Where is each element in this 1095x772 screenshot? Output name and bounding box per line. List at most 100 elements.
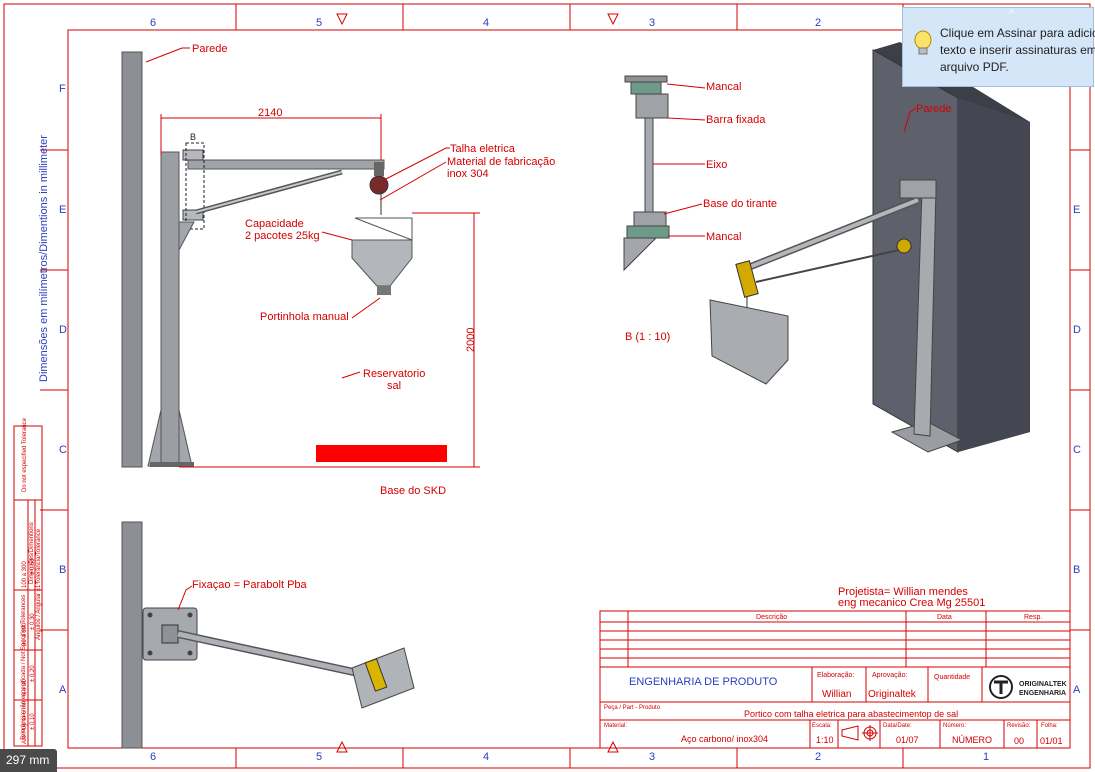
label-hoist: Talha eletrica <box>450 143 516 155</box>
top-view <box>121 521 415 749</box>
company-logo <box>989 675 1013 699</box>
reservoir-red <box>316 445 447 462</box>
detail-leaders <box>653 83 706 237</box>
col-label-4-bottom: 4 <box>483 751 489 763</box>
row-label-a: A <box>59 684 67 696</box>
hopper-iso <box>709 299 789 385</box>
elaboration-value: Willian <box>822 689 851 700</box>
tol-value-3: ± 0.50 <box>30 558 36 575</box>
col-label-2-bottom: 2 <box>815 751 821 763</box>
detail-title: B (1 : 10) <box>625 331 670 343</box>
units-side-note: Dimensões em milímetros/Dimentions in mi… <box>38 135 50 382</box>
sign-pdf-tooltip[interactable]: Clique em Assinar para adicio texto e in… <box>902 7 1095 87</box>
row-label-d-right: D <box>1073 324 1081 336</box>
scale-label: Escala: <box>812 723 832 729</box>
row-label-a-right: A <box>1073 684 1081 696</box>
material-label: Material: <box>604 723 627 729</box>
lightbulb-icon <box>914 30 932 55</box>
part-label: Peça / Part - Produto <box>604 705 661 711</box>
date-value: 01/07 <box>896 735 919 745</box>
col-label-2: 2 <box>815 17 821 29</box>
tol-range-1: 6 a 30 <box>22 679 28 696</box>
company-line1: ORIGINALTEK <box>1019 681 1067 688</box>
iso-view <box>709 42 1030 453</box>
leader-fixing <box>177 585 193 611</box>
tol-value-2: ± 0.30 <box>30 613 36 630</box>
rev-header-date: Data <box>937 614 952 621</box>
row-label-e: E <box>59 204 66 216</box>
detail-b-marker: B <box>190 132 196 142</box>
tol-range-3: 100 a 300 <box>22 561 28 588</box>
wall-front <box>121 51 143 468</box>
date-label: Data/Date: <box>883 723 912 729</box>
label-bearing-top: Mancal <box>706 81 741 93</box>
dim-2140: 2140 <box>258 107 282 119</box>
quantity-label: Quantidade <box>934 674 970 681</box>
company-line2: ENGENHARIA <box>1019 690 1066 697</box>
tol-col-dimensions: Dimensões/Dimentions <box>29 522 35 584</box>
designer-line2: eng mecanico Crea Mg 25501 <box>838 597 985 609</box>
column-front <box>160 151 180 467</box>
label-tie-base: Base do tirante <box>703 198 777 210</box>
label-base: Base do SKD <box>380 485 446 497</box>
sheet-label: Folha: <box>1041 723 1058 729</box>
label-capacity-2: 2 pacotes 25kg <box>245 230 320 242</box>
front-dimensions <box>160 114 480 468</box>
front-view <box>121 51 447 468</box>
col-label-5-bottom: 5 <box>316 751 322 763</box>
col-label-5: 5 <box>316 17 322 29</box>
revision-label: Revisão: <box>1007 723 1031 729</box>
collapse-chevron-icon[interactable]: ^ <box>1009 8 1015 20</box>
approval-value: Originaltek <box>868 689 917 700</box>
department: ENGENHARIA DE PRODUTO <box>629 676 778 688</box>
row-labels: F E D C B A E D C B A <box>59 83 1081 696</box>
revision-value: 00 <box>1014 736 1024 746</box>
center-marks <box>336 13 619 753</box>
rev-header-desc: Descrição <box>756 614 787 621</box>
boom-front <box>187 159 385 170</box>
dim-2000: 2000 <box>465 328 477 352</box>
tol-header-right: Do not especified Tolerance <box>22 417 28 492</box>
tol-range-2: 30 a 100 <box>22 622 28 646</box>
label-material-1: Material de fabricação <box>447 156 555 168</box>
label-axle: Eixo <box>706 159 727 171</box>
tol-value-0: ± 0.10 <box>30 713 36 730</box>
tol-col-angular: Angulos / Angular ±1° <box>36 582 42 640</box>
row-label-c-right: C <box>1073 444 1081 456</box>
front-leaders <box>145 47 450 379</box>
col-label-3-bottom: 3 <box>649 751 655 763</box>
label-reservoir-1: Reservatorio <box>363 368 425 380</box>
label-reservoir-2: sal <box>387 380 401 392</box>
elaboration-label: Elaboração: <box>817 672 854 679</box>
row-label-f: F <box>59 83 66 95</box>
label-wall-iso: Parede <box>916 103 951 115</box>
label-material-2: inox 304 <box>447 168 489 180</box>
col-label-3: 3 <box>649 17 655 29</box>
label-fixed-bar: Barra fixada <box>706 114 766 126</box>
projection-symbol <box>841 725 878 741</box>
title-block <box>599 610 1071 749</box>
tol-header-left: Tolerância não especificada / Not Specif… <box>21 595 27 740</box>
row-label-b-right: B <box>1073 564 1080 576</box>
material-value: Aço carbono/ inox304 <box>681 734 768 744</box>
tol-value-1: ± 0.20 <box>30 665 36 682</box>
row-label-b: B <box>59 564 66 576</box>
wall-top <box>121 521 143 749</box>
leader-wall-iso <box>903 107 917 133</box>
row-label-c: C <box>59 444 67 456</box>
scale-value: 1:10 <box>816 735 834 745</box>
label-wall-front: Parede <box>192 43 227 55</box>
page-size-indicator: 297 mm <box>0 749 58 772</box>
column-labels: 6 5 4 3 2 6 5 4 3 2 1 <box>150 17 989 763</box>
col-label-6: 6 <box>150 17 156 29</box>
detail-view <box>623 75 670 272</box>
col-label-1-bottom: 1 <box>983 751 989 763</box>
tol-range-0: Até / Up to 6 mm <box>22 699 28 744</box>
rev-header-resp: Resp. <box>1024 614 1042 621</box>
tolerance-table: Tolerância não especificada / Not Specif… <box>13 417 43 747</box>
label-fixing: Fixaçao = Parabolt Pba <box>192 579 308 591</box>
col-label-4: 4 <box>483 17 489 29</box>
designer-line1: Projetista= Willian mendes <box>838 586 968 598</box>
row-label-d: D <box>59 324 67 336</box>
